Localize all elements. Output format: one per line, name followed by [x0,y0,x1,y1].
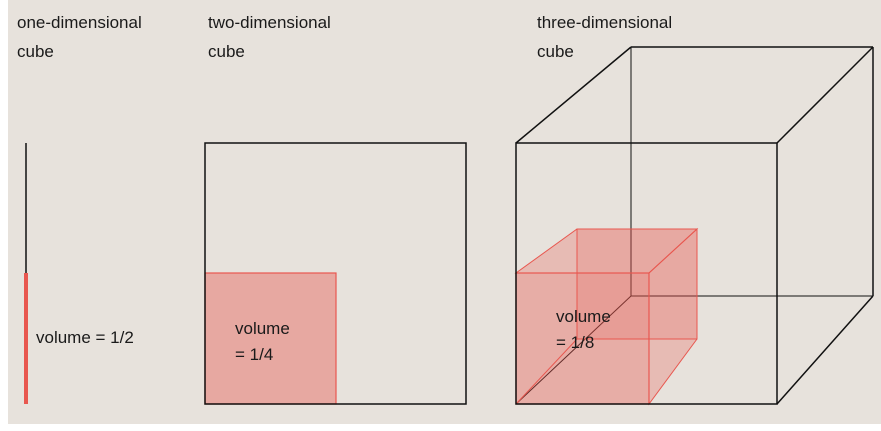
big-cube-outline [515,46,874,405]
one-d-title-line2: cube [17,42,54,61]
small-cube-hidden-edge-2 [515,338,578,405]
two-d-title-line1: two-dimensional [208,13,331,32]
two-d-square-outline [204,142,467,405]
small-eighth-cube [514,227,699,406]
three-d-volume-line1: volume [556,307,611,326]
small-cube-front-face [515,272,650,405]
panel-one-dimensional: one-dimensional cube volume = 1/2 [17,13,142,404]
three-d-volume-line2: = 1/8 [556,333,594,352]
two-d-volume-line1: volume [235,319,290,338]
two-d-title-line2: cube [208,42,245,61]
two-d-quarter-square [204,272,337,405]
panel-two-dimensional: two-dimensional cube volume = 1/4 [204,13,467,405]
three-d-title-line1: three-dimensional [537,13,672,32]
three-d-title-line2: cube [537,42,574,61]
background-panel [8,0,881,424]
one-d-title-line1: one-dimensional [17,13,142,32]
panel-three-dimensional: three-dimensional cube volume [514,13,874,406]
one-d-half-segment [24,273,28,404]
two-d-volume-line2: = 1/4 [235,345,273,364]
one-d-volume-label: volume = 1/2 [36,328,134,347]
big-cube-hidden-edges [515,47,873,405]
